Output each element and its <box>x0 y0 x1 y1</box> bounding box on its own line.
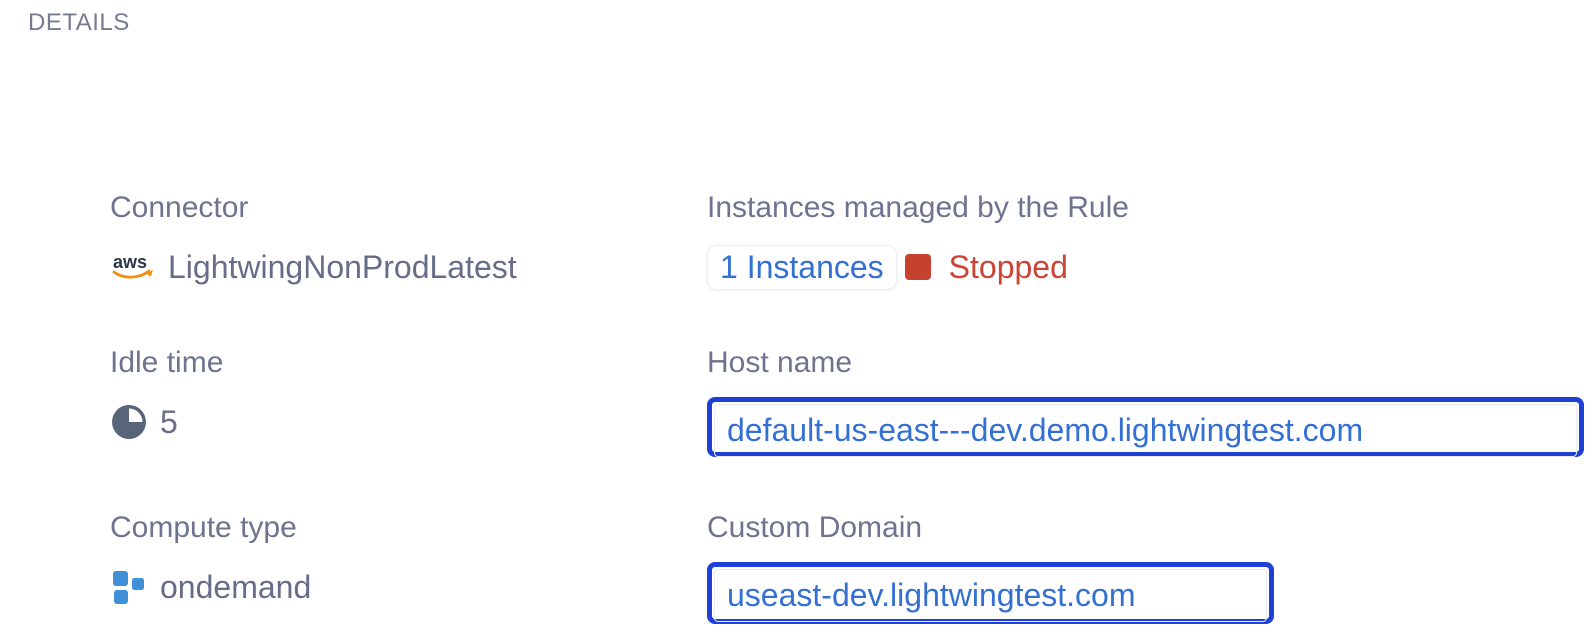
host-name-box: default-us-east---dev.demo.lightwingtest… <box>707 397 1584 457</box>
field-host-name: Host name default-us-east---dev.demo.lig… <box>707 345 1584 457</box>
field-connector: Connector aws LightwingNonProdLatest <box>110 190 707 292</box>
connector-label: Connector <box>110 191 249 224</box>
field-instances: Instances managed by the Rule 1 Instance… <box>707 190 1584 292</box>
aws-icon: aws <box>110 251 156 283</box>
field-idle-time: Idle time 5 <box>110 345 707 457</box>
compute-squares-icon <box>110 568 148 606</box>
field-custom-domain: Custom Domain useast-dev.lightwingtest.c… <box>707 510 1584 624</box>
host-name-label: Host name <box>707 346 853 379</box>
instances-count-link[interactable]: 1 Instances <box>707 244 897 290</box>
custom-domain-box: useast-dev.lightwingtest.com <box>707 562 1274 624</box>
details-panel: Connector aws LightwingNonProdLatest Ins… <box>110 190 1584 624</box>
custom-domain-link[interactable]: useast-dev.lightwingtest.com <box>727 577 1136 613</box>
host-name-link[interactable]: default-us-east---dev.demo.lightwingtest… <box>727 412 1364 448</box>
svg-text:aws: aws <box>113 252 147 272</box>
field-compute-type: Compute type ondemand <box>110 510 707 624</box>
idle-time-label: Idle time <box>110 346 224 379</box>
page-title: DETAILS <box>28 9 130 36</box>
compute-type-label: Compute type <box>110 511 297 544</box>
connector-value: LightwingNonProdLatest <box>168 248 517 285</box>
compute-type-value: ondemand <box>160 568 312 605</box>
instances-label: Instances managed by the Rule <box>707 191 1129 224</box>
custom-domain-label: Custom Domain <box>707 511 923 544</box>
stopped-status-square-icon <box>904 254 931 280</box>
status-badge: Stopped <box>948 248 1068 285</box>
idle-time-value: 5 <box>160 403 178 440</box>
idle-time-pie-icon <box>110 403 148 441</box>
instances-count-label[interactable]: 1 Instances <box>720 248 884 285</box>
